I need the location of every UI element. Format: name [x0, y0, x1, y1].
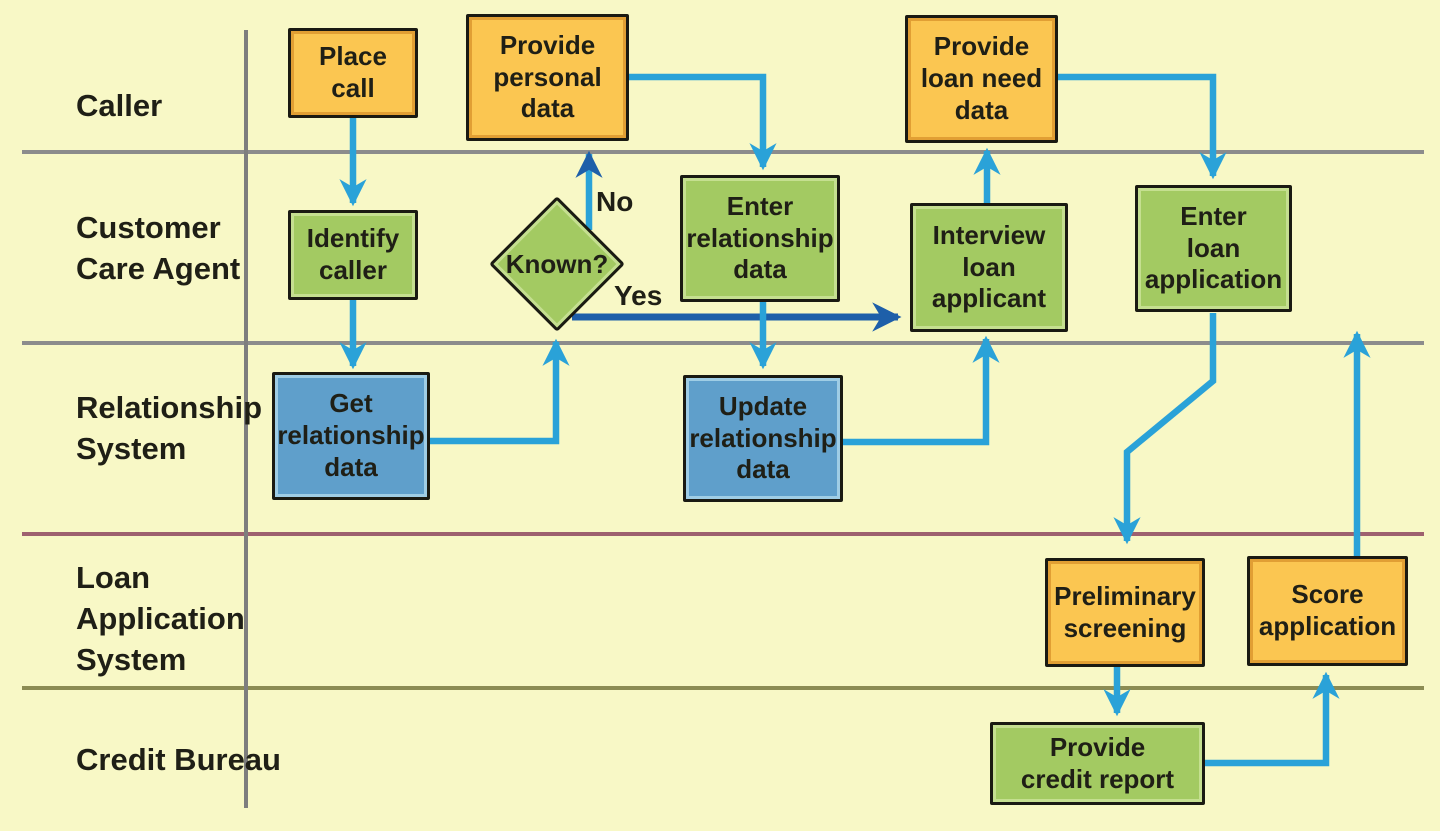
lane-divider-relationship-loanapp	[22, 532, 1424, 536]
arrow-provide-loan-need-data-to-enter-loan-application	[1058, 73, 1227, 180]
node-provide-loan-need-data: Provide loan need data	[905, 15, 1058, 143]
edge-label-no: No	[596, 186, 634, 217]
node-interview-loan-applicant: Interview loan applicant	[910, 203, 1068, 332]
lane-divider-caller-agent	[22, 150, 1424, 154]
arrow-update-relationship-data-to-interview-loan-applicant	[843, 335, 1000, 446]
lane-label-relationship-system: Relationship System	[76, 390, 263, 466]
node-enter-relationship-data: Enter relationship data	[680, 175, 840, 302]
lane-label-credit-bureau: Credit Bureau	[76, 742, 281, 777]
lane-label-caller: Caller	[76, 88, 163, 123]
node-score-application: Score application	[1247, 556, 1408, 666]
node-preliminary-screening: Preliminary screening	[1045, 558, 1205, 667]
lane-label-customer-care-agent: Customer Care Agent	[76, 210, 241, 286]
node-update-relationship-data: Update relationship data	[683, 375, 843, 502]
arrow-enter-loan-application-to-preliminary-screening	[1113, 313, 1217, 545]
lane-label-separator	[244, 30, 248, 808]
arrow-provide-credit-report-to-score-application	[1205, 671, 1340, 767]
edge-label-yes: Yes	[614, 280, 663, 311]
lane-divider-loanapp-creditbureau	[22, 686, 1424, 690]
node-provide-personal-data: Provide personal data	[466, 14, 629, 141]
lane-divider-agent-relationship	[22, 341, 1424, 345]
arrow-provide-personal-data-to-enter-relationship-data	[629, 73, 777, 171]
arrow-get-relationship-data-to-known	[430, 338, 570, 445]
lane-label-loan-application-system: Loan Application System	[76, 560, 245, 677]
node-identify-caller: Identify caller	[288, 210, 418, 300]
node-get-relationship-data: Get relationship data	[272, 372, 430, 500]
node-provide-credit-report: Provide credit report	[990, 722, 1205, 805]
node-known-decision-label: Known?	[505, 249, 609, 279]
node-place-call: Place call	[288, 28, 418, 118]
node-enter-loan-application: Enter loan application	[1135, 185, 1292, 312]
